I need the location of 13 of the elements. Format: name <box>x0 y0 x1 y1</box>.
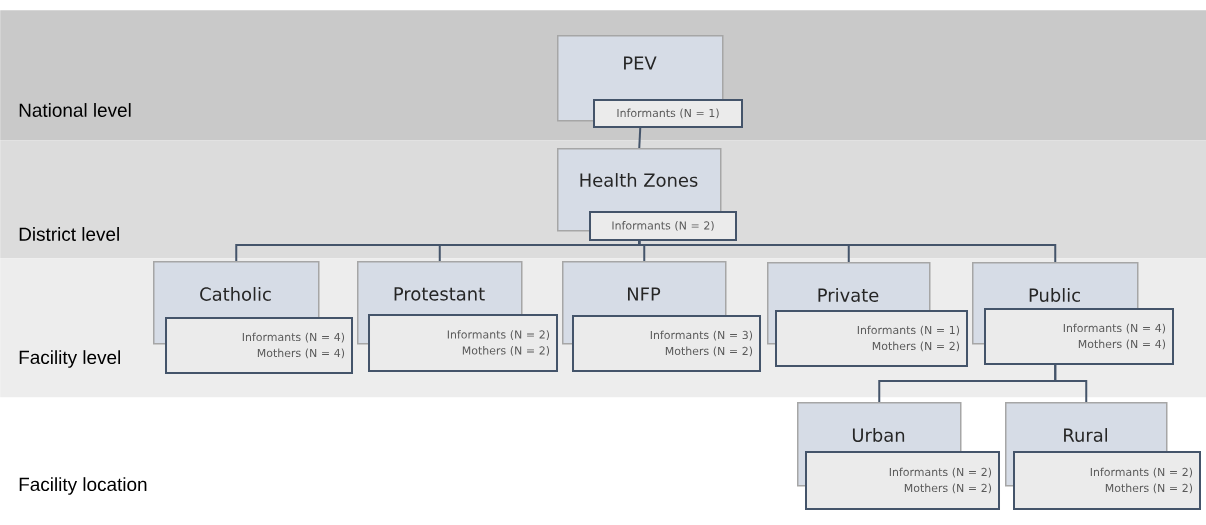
count-box: Informants (N = 2) Mothers (N = 2) <box>1013 451 1201 510</box>
count-box: Informants (N = 4) Mothers (N = 4) <box>165 317 353 374</box>
count-box: Informants (N = 1) <box>593 99 743 128</box>
connector-line <box>1054 364 1088 403</box>
count-box: Informants (N = 3) Mothers (N = 2) <box>572 315 761 372</box>
level-label: Facility location <box>19 477 147 495</box>
count-box: Informants (N = 2) Mothers (N = 2) <box>805 451 1000 510</box>
count-box: Informants (N = 1) Mothers (N = 2) <box>775 310 968 367</box>
connector-line <box>638 127 642 149</box>
count-box: Informants (N = 2) <box>589 211 737 241</box>
count-box: Informants (N = 2) Mothers (N = 2) <box>368 314 558 372</box>
count-box: Informants (N = 4) Mothers (N = 4) <box>984 308 1174 365</box>
connector-line <box>638 240 1057 263</box>
